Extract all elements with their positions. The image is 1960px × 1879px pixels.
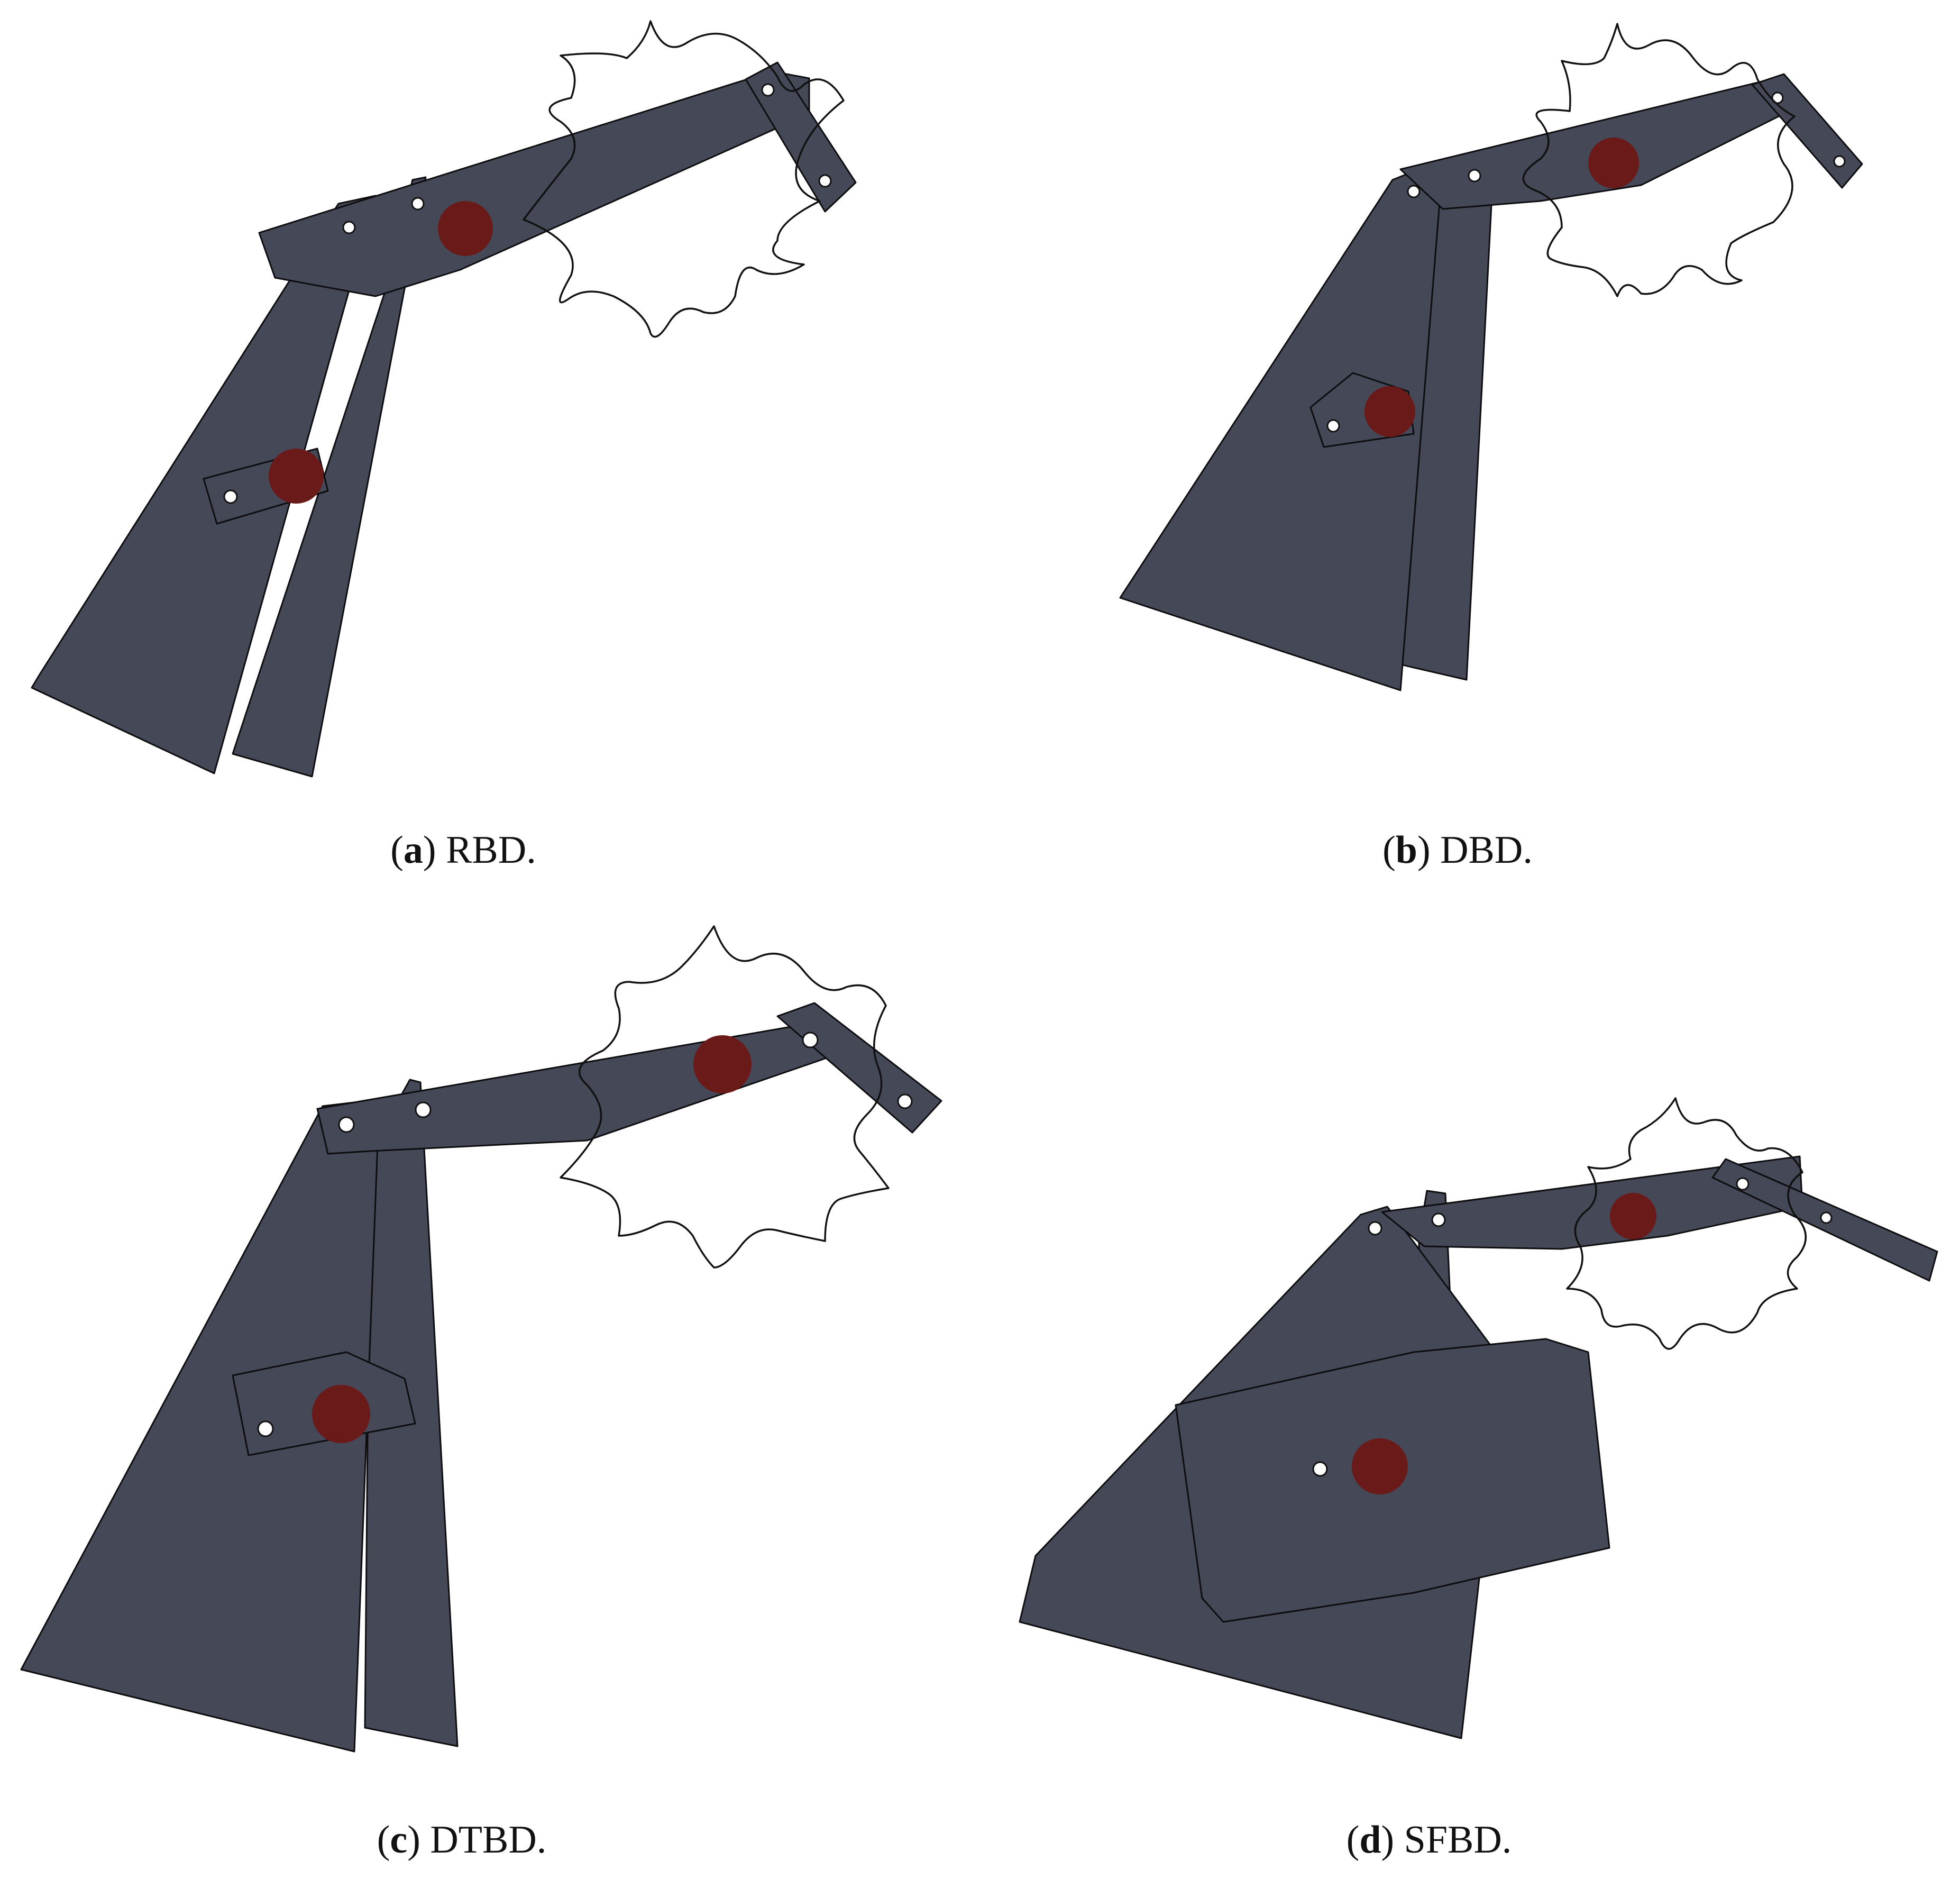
pin-crank [257,1420,274,1437]
mass-upper [438,201,493,256]
mechanism-diagram-sfbd [1019,1097,1938,1739]
upper-arm [316,1026,831,1155]
mass-crank [269,449,324,504]
caption-d: (d) SFBD. [1346,1818,1512,1862]
caption-a: (a) RBD. [390,828,536,872]
pin-front-top [342,221,356,234]
pin-end-tip [897,1093,913,1109]
mechanism-diagram-dtbd [20,925,942,1753]
caption-b: (b) DBD. [1382,828,1533,872]
mass-upper [1588,138,1639,188]
mass-crank [1364,386,1415,437]
pin-upper-arm [1468,169,1481,183]
pin-end-tip [1833,155,1846,168]
upper-arm [1399,78,1790,210]
pin-crank [223,489,238,504]
end-link [1751,73,1863,189]
mass-crank [312,1385,370,1443]
pin-plate [1312,1461,1328,1477]
pin-front-top [1368,1221,1382,1236]
mechanism-diagram-rbd [31,20,857,778]
caption-c: (c) DTBD. [377,1818,547,1862]
trajectory-curve [523,20,845,338]
end-link [745,61,857,213]
pin-end-top [1771,92,1784,104]
mass-upper [693,1035,752,1093]
trajectory-curve [1566,1097,1807,1350]
pin-upper-arm [1431,1212,1446,1227]
pin-end-tip [818,174,832,188]
trajectory-curve [1522,23,1796,297]
panel-d: (d) SFBD. [980,940,1960,1879]
pin-end-tip [1820,1211,1833,1224]
pin-front-top [1407,185,1421,198]
pin-crank [1326,419,1340,433]
panel-a: (a) RBD. [0,0,980,940]
pin-front-top [338,1116,355,1133]
end-link [776,1002,942,1134]
upper-arm [258,70,810,297]
mass-plate [1352,1438,1408,1494]
mass-upper [1610,1193,1656,1239]
pin-end-top [1736,1177,1750,1191]
mechanism-diagram-dbd [1119,23,1863,691]
pin-end-top [761,83,775,97]
trajectory-curve [560,925,890,1269]
panel-b: (b) DBD. [980,0,1960,940]
pin-upper-arm [415,1101,432,1118]
pin-end-top [802,1032,819,1048]
pin-upper-arm [411,197,425,211]
long-link-front [31,195,377,774]
panel-c: (c) DTBD. [0,925,980,1879]
